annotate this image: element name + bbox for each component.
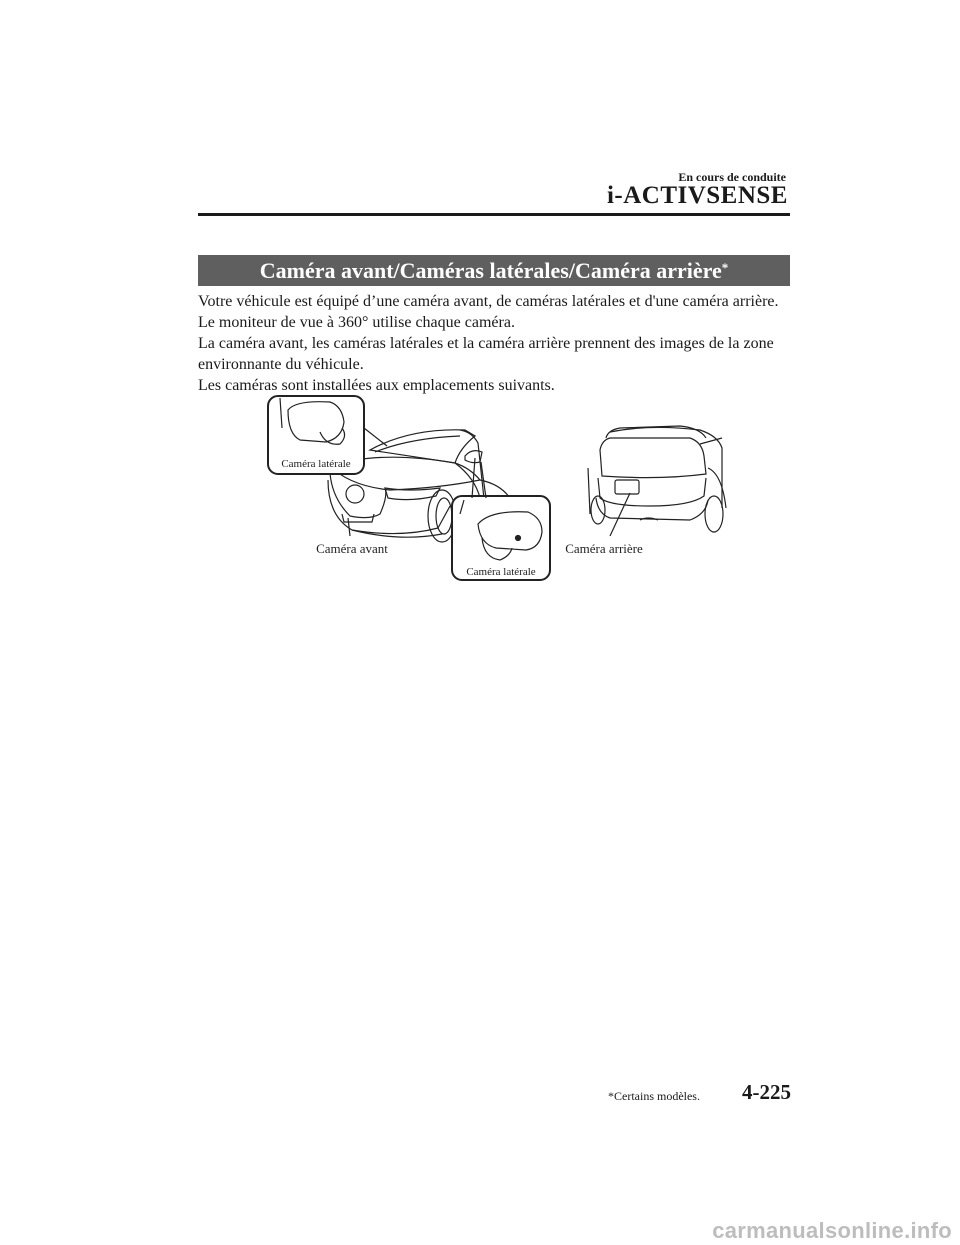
side-camera-callout-top xyxy=(267,395,388,475)
body-line: La caméra avant, les caméras latérales e… xyxy=(198,335,774,352)
section-banner: Caméra avant/Caméras latérales/Caméra ar… xyxy=(198,255,790,286)
body-line: Votre véhicule est équipé d’une caméra a… xyxy=(198,293,779,310)
section-banner-asterisk: * xyxy=(721,259,729,275)
body-line: Les caméras sont installées aux emplacem… xyxy=(198,377,555,394)
section-banner-title: Caméra avant/Caméras latérales/Caméra ar… xyxy=(259,257,722,283)
front-camera-label: Caméra avant xyxy=(316,541,388,556)
watermark: carmanualsonline.info xyxy=(712,1218,952,1243)
camera-location-figure: Caméra latérale Caméra latérale Caméra a… xyxy=(260,388,730,588)
front-camera-leader xyxy=(347,517,351,537)
chapter-heading: En cours de conduite xyxy=(678,170,786,184)
body-line: Le moniteur de vue à 360° utilise chaque… xyxy=(198,314,515,331)
header-rule xyxy=(198,213,790,216)
side-camera-label-bottom: Caméra latérale xyxy=(466,566,535,578)
section-heading: i-ACTIVSENSE xyxy=(606,182,788,209)
body-text: Votre véhicule est équipé d’une caméra a… xyxy=(198,291,798,396)
rear-camera-label: Caméra arrière xyxy=(565,541,643,556)
body-line: environnante du véhicule. xyxy=(198,356,364,373)
side-camera-label-top: Caméra latérale xyxy=(281,458,350,470)
page-number: 4-225 xyxy=(742,1080,791,1104)
footnote: *Certains modèles. xyxy=(608,1089,700,1103)
rear-camera-leader xyxy=(609,492,631,537)
side-camera-callout-bottom xyxy=(451,457,551,581)
rear-car-illustration xyxy=(587,425,727,533)
